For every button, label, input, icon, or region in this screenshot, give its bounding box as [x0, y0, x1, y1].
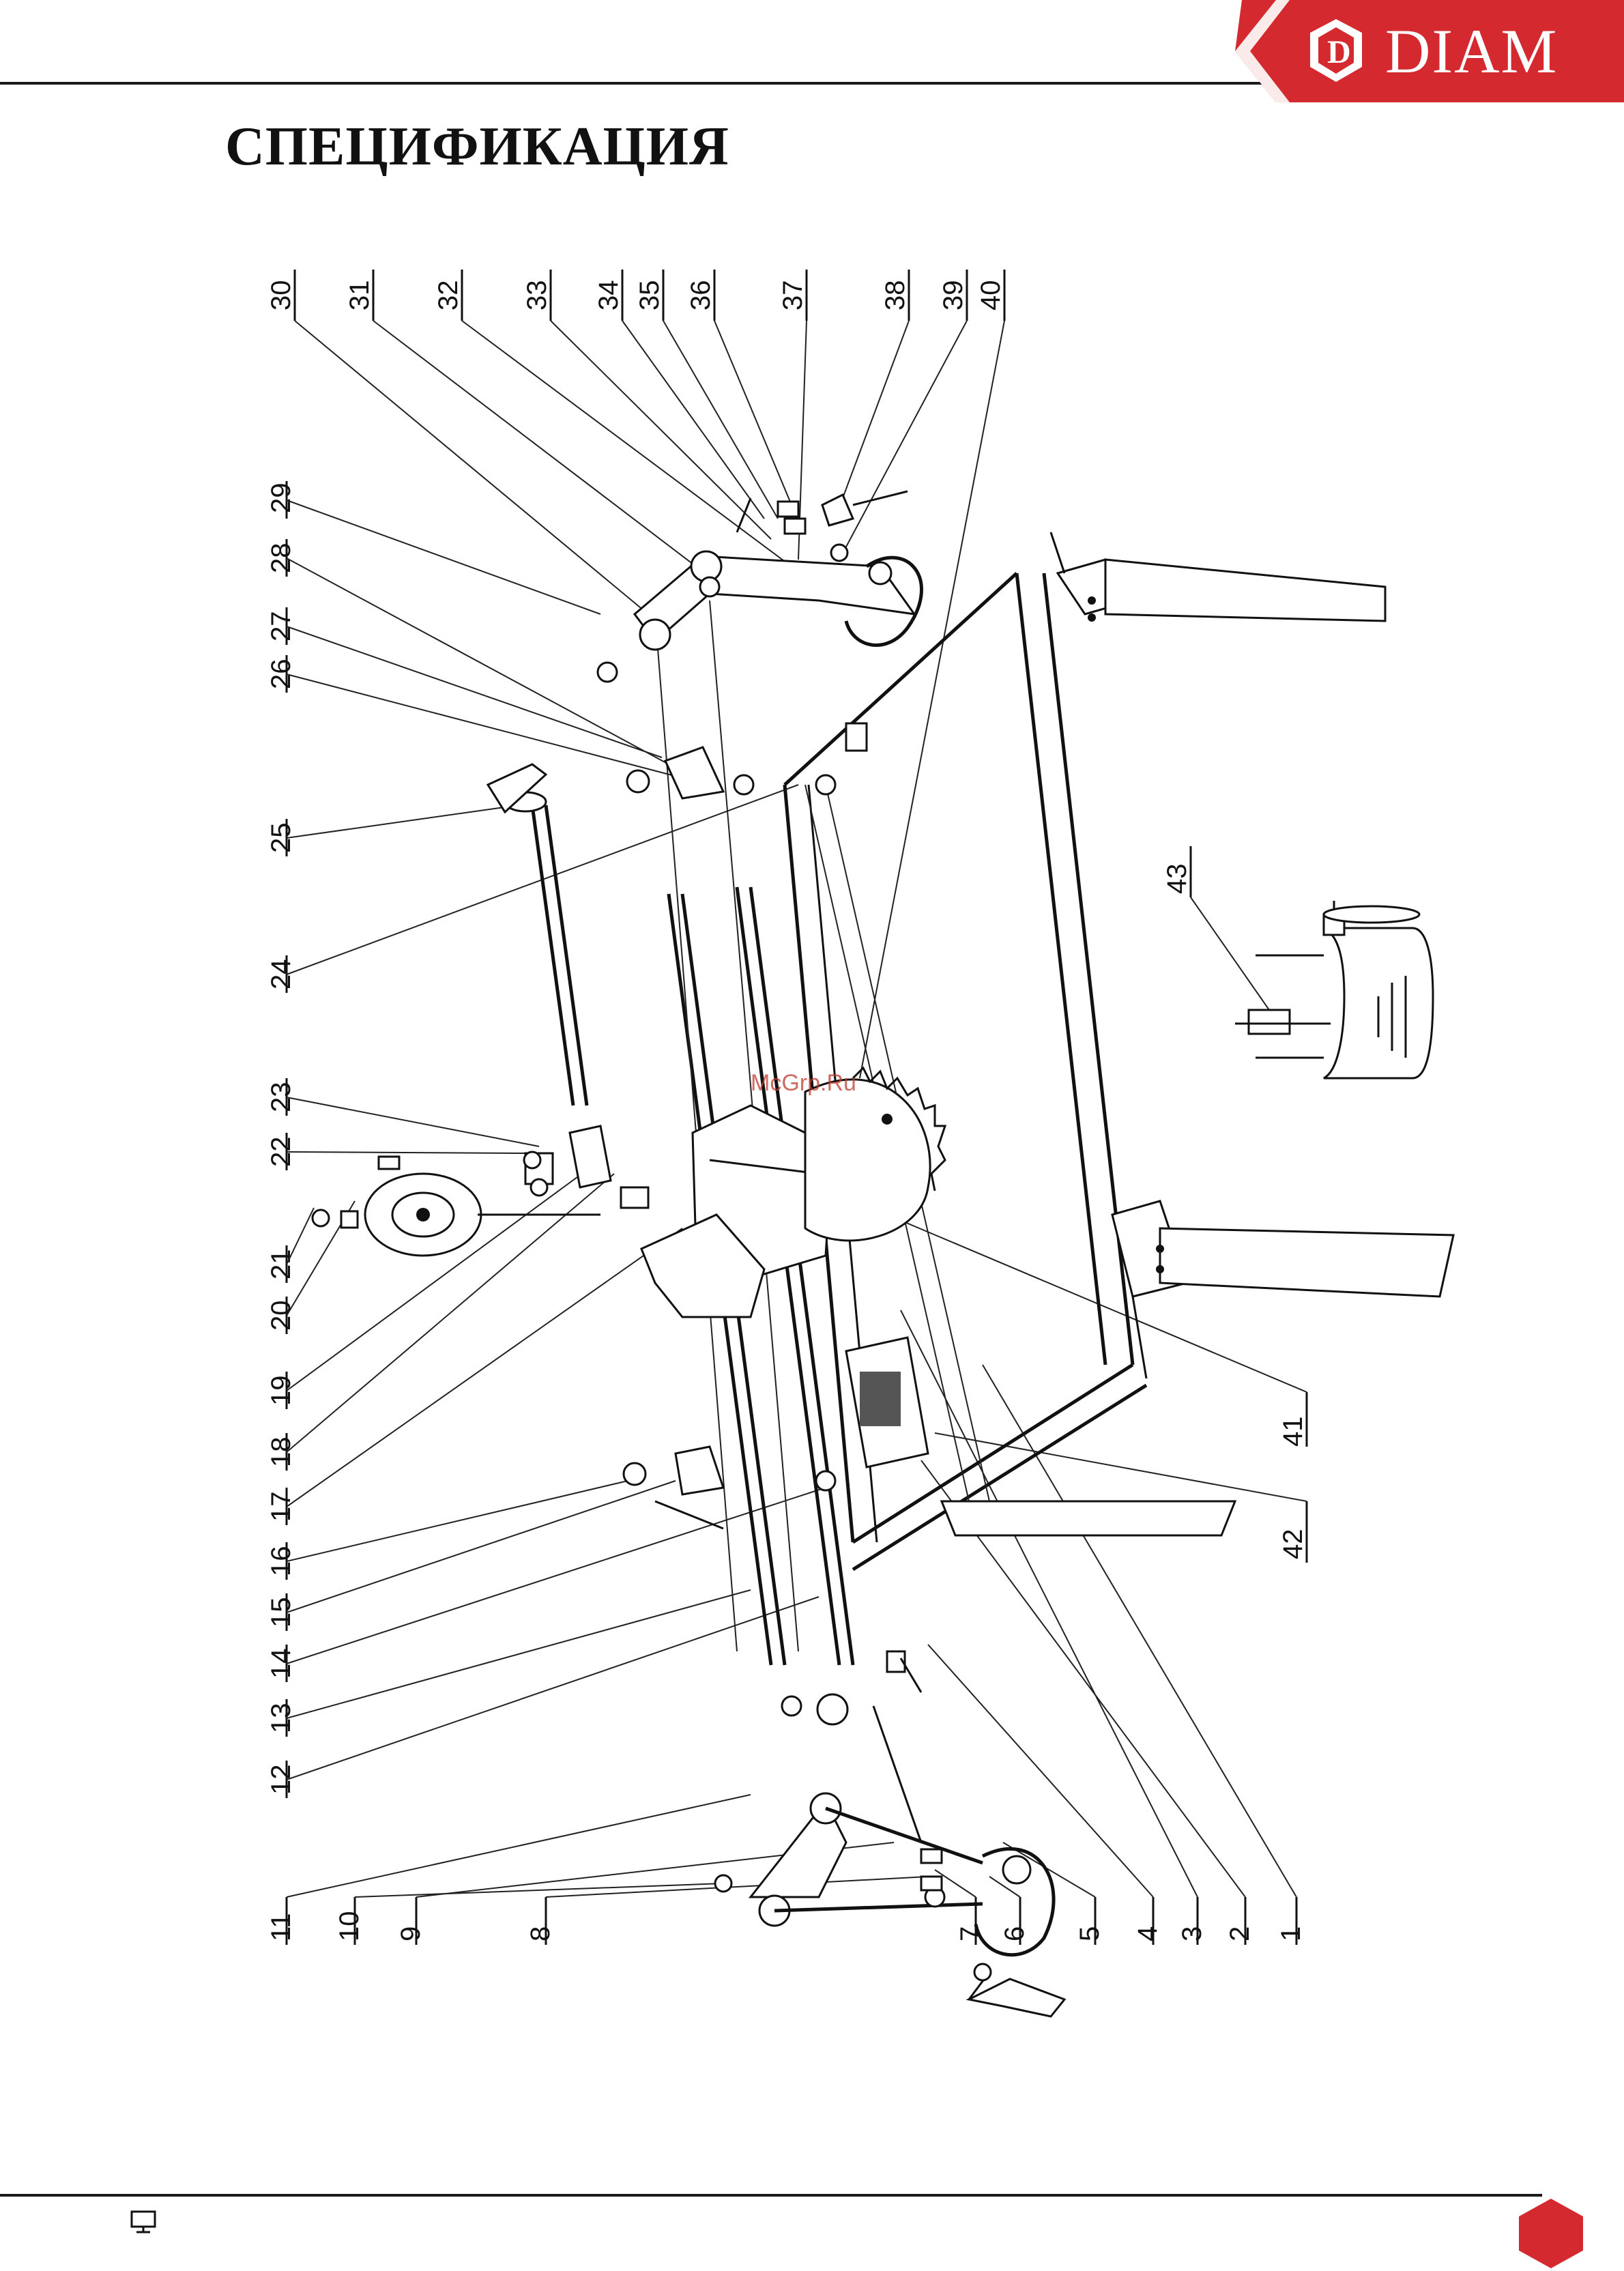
inset-motor: [1235, 901, 1433, 1078]
callout-26: 26: [266, 659, 296, 690]
callout-13: 13: [266, 1703, 296, 1734]
callout-41: 41: [1278, 1417, 1308, 1447]
lower-bracket-assembly: [715, 1651, 1064, 2016]
callout-38: 38: [880, 280, 910, 311]
callout-43: 43: [1162, 864, 1192, 895]
callout-37: 37: [778, 280, 808, 311]
callout-1: 1: [1276, 1926, 1306, 1941]
hexagon-icon: [1513, 2196, 1589, 2271]
callout-3: 3: [1177, 1926, 1207, 1941]
callout-17: 17: [266, 1492, 296, 1522]
callout-14: 14: [266, 1649, 296, 1679]
callout-10: 10: [334, 1911, 364, 1942]
callout-23: 23: [266, 1082, 296, 1113]
callout-6: 6: [1000, 1926, 1030, 1941]
callout-31: 31: [345, 280, 375, 311]
callout-12: 12: [266, 1765, 296, 1795]
callout-34: 34: [594, 280, 624, 311]
callout-32: 32: [433, 280, 463, 311]
callout-27: 27: [266, 611, 296, 642]
callout-29: 29: [266, 483, 296, 514]
callout-24: 24: [266, 959, 296, 990]
callout-4: 4: [1133, 1926, 1163, 1941]
callout-20: 20: [266, 1301, 296, 1331]
callout-5: 5: [1075, 1926, 1105, 1941]
callouts-bottom-row: 41 42 43: [1162, 864, 1308, 1560]
callout-35: 35: [635, 280, 665, 311]
callout-8: 8: [525, 1926, 555, 1941]
callout-42: 42: [1278, 1529, 1308, 1560]
callout-11: 11: [266, 1913, 296, 1941]
callout-2: 2: [1225, 1926, 1255, 1941]
callout-39: 39: [938, 280, 968, 311]
callout-30: 30: [266, 280, 296, 311]
callout-18: 18: [266, 1437, 296, 1468]
callouts-left: 30 31 32 33 34 35 36 37 38 39 40: [266, 280, 1006, 311]
footer-rule: [0, 2194, 1542, 2197]
saw-head-assembly: [313, 1068, 945, 1317]
callout-33: 33: [522, 280, 552, 311]
watermark: McGrp.Ru: [751, 1070, 856, 1096]
callout-9: 9: [396, 1926, 426, 1941]
callout-28: 28: [266, 543, 296, 574]
callout-19: 19: [266, 1376, 296, 1406]
monitor-icon: [130, 2210, 157, 2234]
callout-16: 16: [266, 1546, 296, 1577]
callout-15: 15: [266, 1597, 296, 1628]
callout-36: 36: [686, 280, 716, 311]
callout-40: 40: [976, 280, 1006, 311]
